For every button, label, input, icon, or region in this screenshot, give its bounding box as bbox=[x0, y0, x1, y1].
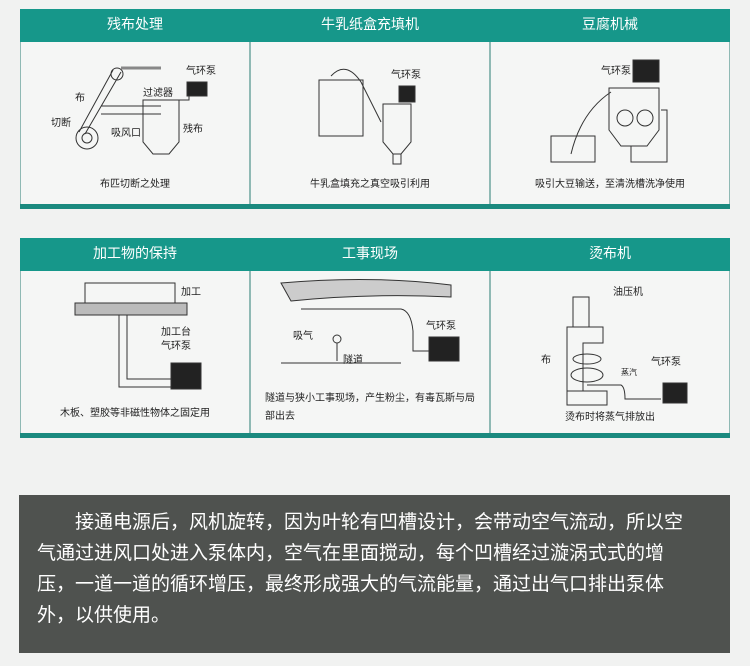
panel-caption: 布匹切断之处理 bbox=[100, 179, 170, 190]
cloth-scrap-diagram bbox=[75, 66, 208, 155]
tofu-machine-diagram bbox=[550, 59, 668, 163]
panel-title: 烫布机 bbox=[490, 238, 730, 271]
panel-caption: 吸引大豆输送，至清洗槽洗净使用 bbox=[535, 179, 685, 190]
panel-title: 加工物的保持 bbox=[20, 238, 250, 271]
application-grid-row-1: 残布处理 牛乳纸盒充填机 豆腐机械 气环泵 过滤器 布 切断 吸风口 残布 布匹… bbox=[20, 9, 730, 209]
panel-cloth-scrap: 气环泵 过滤器 布 切断 吸风口 残布 布匹切断之处理 bbox=[20, 42, 250, 204]
panel-title: 豆腐机械 bbox=[490, 9, 730, 42]
panel-milk-carton: 气环泵 牛乳盒填充之真空吸引利用 bbox=[250, 42, 490, 204]
milk-carton-diagram bbox=[318, 68, 416, 165]
panel-workpiece-holding: 加工 加工台 气环泵 木板、塑胶等非磁性物体之固定用 bbox=[20, 271, 250, 433]
panel-caption: 木板、塑胶等非磁性物体之固定用 bbox=[60, 408, 210, 419]
panel-title: 牛乳纸盒充填机 bbox=[250, 9, 490, 42]
panel-title: 残布处理 bbox=[20, 9, 250, 42]
panel-construction-site: 吸气 隧道 气环泵 隧道与狭小工事现场，产生粉尘，有毒瓦斯与局部出去 bbox=[250, 271, 490, 433]
panel-caption: 隧道与狭小工事现场，产生粉尘，有毒瓦斯与局部出去 bbox=[265, 393, 475, 422]
construction-site-diagram bbox=[280, 278, 460, 364]
panel-caption: 牛乳盒填充之真空吸引利用 bbox=[310, 179, 430, 190]
application-grid-row-2: 加工物的保持 工事现场 烫布机 加工 加工台 气环泵 木板、塑胶等非磁性物体之固… bbox=[20, 238, 730, 438]
cloth-ironing-diagram bbox=[566, 296, 688, 406]
panel-caption: 烫布时将蒸气排放出 bbox=[565, 412, 655, 423]
workpiece-holding-diagram bbox=[74, 282, 202, 390]
description-text: 接通电源后，风机旋转，因为叶轮有凹槽设计，会带动空气流动，所以空气通过进风口处进… bbox=[19, 495, 730, 653]
panel-tofu-machine: 气环泵 吸引大豆输送，至清洗槽洗净使用 bbox=[490, 42, 730, 204]
panel-cloth-ironing: 油压机 布 蒸汽 气环泵 烫布时将蒸气排放出 bbox=[490, 271, 730, 433]
panel-title: 工事现场 bbox=[250, 238, 490, 271]
